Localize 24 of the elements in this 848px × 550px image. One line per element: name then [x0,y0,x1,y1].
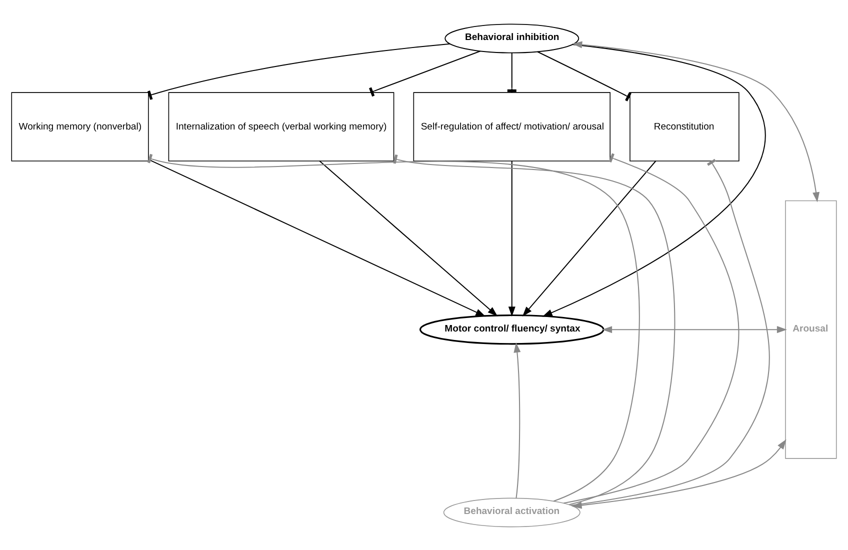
node-box: Internalization of speech (verbal working memory) [168,92,394,161]
arrow [319,160,498,316]
node-box: Arousal [785,200,837,458]
node-box: Reconstitution [630,92,740,161]
connector [148,153,640,502]
node-ellipse: Behavioral inhibition [444,23,580,53]
arrow [508,160,516,316]
arrow [148,158,486,316]
arrow [572,438,786,508]
connector [537,50,632,101]
node-ellipse: Behavioral activation [443,497,580,527]
node-box: Self-regulation of affect/ motivation/ arousal [413,92,610,161]
connector [147,42,450,100]
connector [393,154,676,505]
arrow [522,160,656,316]
arrow [514,342,521,498]
node-ellipse: Motor control/ fluency/ syntax [419,314,604,344]
connector [368,50,480,96]
connector [571,158,770,506]
arrow [572,40,820,202]
connector [564,152,740,504]
node-box: Working memory (nonverbal) [11,92,149,161]
arrow [602,326,787,333]
arrow [542,43,766,316]
